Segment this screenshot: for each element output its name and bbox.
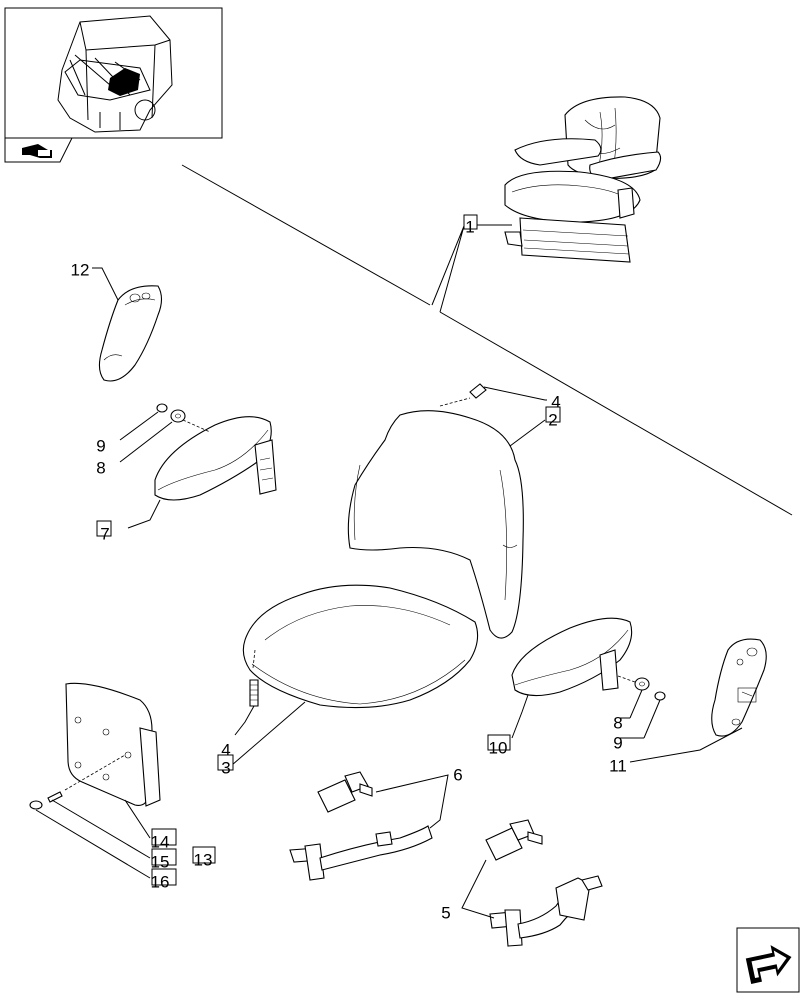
callout-box: [151, 828, 177, 846]
callout-number: 6: [453, 766, 462, 785]
part-side-cover-right[interactable]: [629, 638, 767, 763]
callout-c7[interactable]: 7: [96, 520, 112, 544]
tractor-cab-icon: [57, 15, 173, 133]
callout-number: 14: [151, 833, 170, 852]
callout-box: [545, 406, 561, 423]
part-armrest-left[interactable]: [127, 416, 277, 529]
hand-pointer-icon: [22, 144, 52, 158]
callout-c6[interactable]: 6: [453, 766, 462, 785]
callout-box: [487, 734, 511, 751]
callout-number: 8: [96, 459, 105, 478]
part-seat-belt-5[interactable]: [461, 819, 603, 947]
callout-number: 9: [613, 734, 622, 753]
callout-c1[interactable]: 1: [463, 214, 478, 237]
cab-thumbnail[interactable]: [4, 7, 223, 163]
callout-c12[interactable]: 12: [71, 261, 90, 280]
callout-c13[interactable]: 13: [192, 846, 216, 870]
callout-number: 9: [96, 437, 105, 456]
callout-number: 15: [151, 853, 170, 872]
callout-c8b[interactable]: 8: [613, 714, 622, 733]
callout-box: [192, 846, 216, 864]
callout-number: 8: [613, 714, 622, 733]
callout-number: 3: [221, 759, 230, 778]
callout-c9b[interactable]: 9: [613, 734, 622, 753]
washer-nut-right[interactable]: [617, 675, 666, 739]
part-seat-cushion[interactable]: [234, 584, 479, 736]
callout-c14[interactable]: 14: [151, 828, 177, 852]
callout-number: 1: [465, 218, 474, 237]
callout-box: [217, 754, 234, 771]
part-backrest[interactable]: [347, 383, 546, 639]
leader-3: [231, 701, 306, 766]
callout-number: 2: [548, 411, 557, 430]
callout-c15[interactable]: 15: [151, 848, 177, 872]
callout-c3[interactable]: 3: [217, 754, 234, 778]
callout-c4b[interactable]: 4: [221, 741, 230, 760]
seat-assembly-complete[interactable]: [463, 96, 662, 263]
callout-c2[interactable]: 2: [545, 406, 561, 430]
part-back-panel[interactable]: [29, 682, 161, 879]
callout-box: [151, 868, 177, 886]
next-page-arrow-icon[interactable]: [736, 927, 800, 993]
part-seat-belt-6[interactable]: [289, 771, 449, 881]
callout-box: [96, 520, 112, 537]
callout-box: [463, 214, 478, 230]
callout-number: 7: [100, 525, 109, 544]
callout-c8a[interactable]: 8: [96, 459, 105, 478]
callout-number: 16: [151, 873, 170, 892]
callout-c16[interactable]: 16: [151, 868, 177, 892]
callout-c9a[interactable]: 9: [96, 437, 105, 456]
callout-number: 12: [71, 261, 90, 280]
assembly-leader-line: [181, 164, 431, 306]
callout-number: 13: [194, 851, 213, 870]
callout-number: 5: [441, 904, 450, 923]
part-armrest-right[interactable]: [511, 617, 633, 739]
callout-number: 10: [489, 739, 508, 758]
callout-number: 4: [221, 741, 230, 760]
callout-c11[interactable]: 11: [609, 757, 627, 776]
washer-nut-left[interactable]: [119, 403, 211, 463]
callout-c10[interactable]: 10: [487, 734, 511, 758]
leader-1: [431, 225, 465, 313]
leader-2: [509, 419, 546, 447]
callout-number: 4: [551, 393, 560, 412]
callout-c5[interactable]: 5: [441, 904, 450, 923]
part-side-cover-left[interactable]: [92, 267, 163, 382]
callout-number: 11: [609, 757, 627, 776]
callout-c4a[interactable]: 4: [551, 393, 560, 412]
callout-box: [151, 848, 177, 866]
